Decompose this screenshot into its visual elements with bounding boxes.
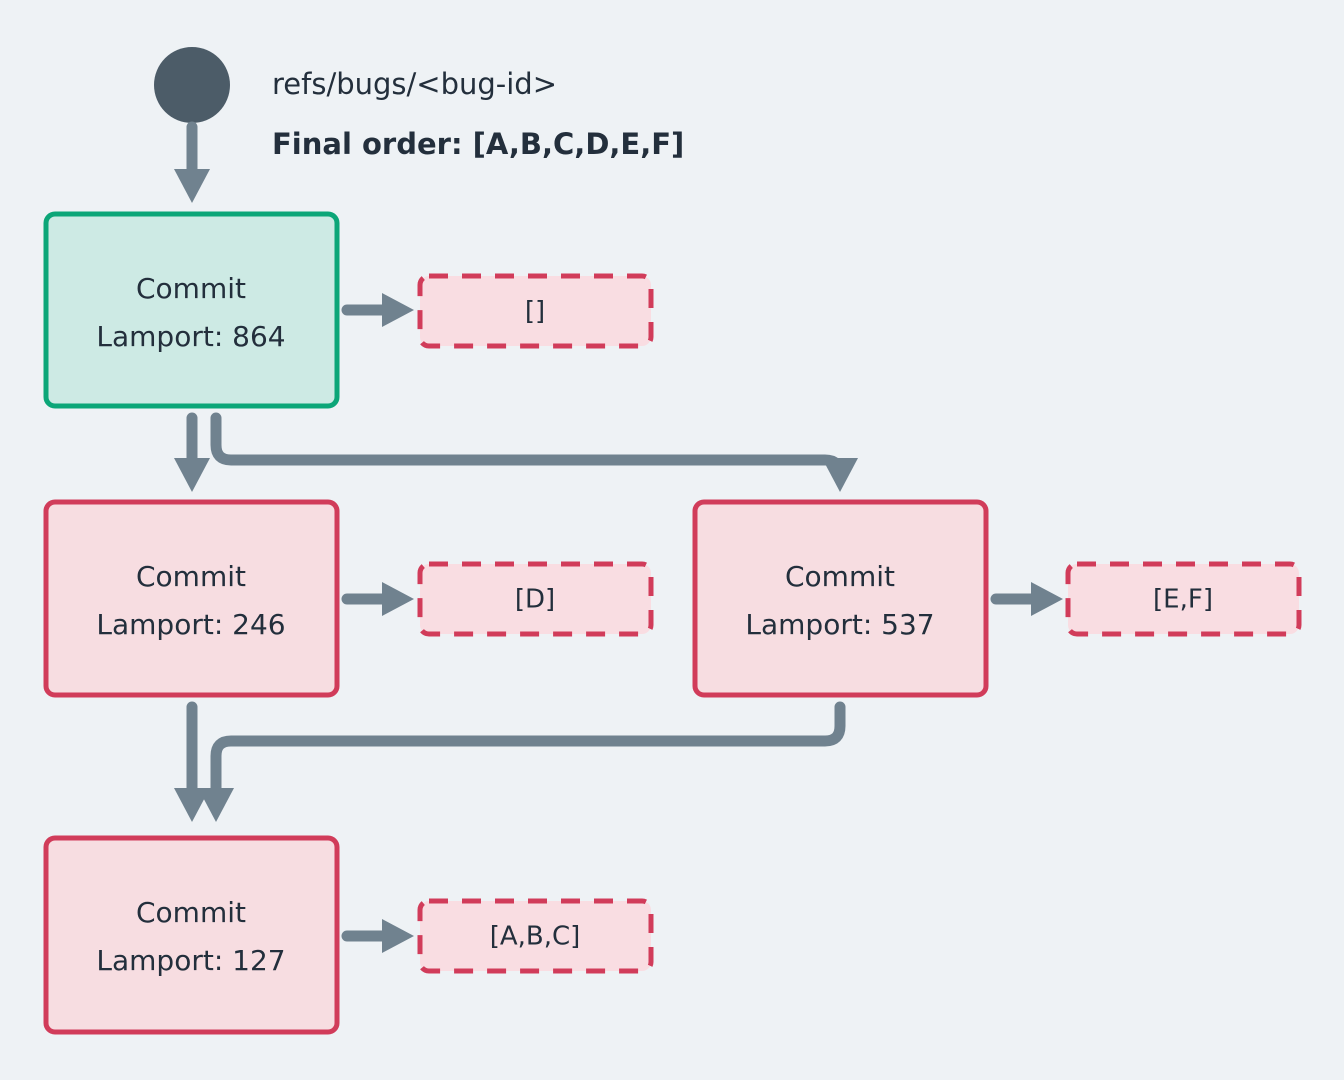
chip-payload-537: [E,F] [1065, 561, 1302, 637]
node-commit-864-title: Commit [136, 272, 246, 305]
edge-commit-864-to-commit-537 [210, 412, 858, 492]
edge-commit-864-to-commit-246 [174, 412, 210, 492]
node-commit-537-box [692, 499, 989, 698]
node-commit-864-lamport: Lamport: 864 [96, 320, 285, 353]
edge-ref-to-commit-864 [174, 121, 210, 203]
ref-marker-icon [154, 47, 230, 123]
node-commit-246-lamport: Lamport: 246 [96, 608, 285, 641]
chip-payload-537-box [1065, 561, 1302, 637]
chip-payload-246-box [417, 561, 654, 637]
node-commit-246-title: Commit [136, 560, 246, 593]
edge-commit-537-to-payload [990, 582, 1063, 616]
node-commit-246-box [43, 499, 340, 698]
chip-payload-537-label: [E,F] [1153, 585, 1213, 615]
ref-label: refs/bugs/<bug-id> [272, 67, 557, 101]
edge-commit-864-to-payload [341, 293, 414, 327]
node-commit-127[interactable]: Commit Lamport: 127 [43, 835, 340, 1035]
node-commit-127-lamport: Lamport: 127 [96, 944, 285, 977]
node-commit-537-lamport: Lamport: 537 [745, 608, 934, 641]
chip-payload-127: [A,B,C] [417, 898, 654, 974]
chip-payload-864-label: [] [525, 297, 545, 327]
edge-commit-127-to-payload [341, 919, 414, 953]
chip-payload-864-box [417, 273, 654, 349]
node-commit-246[interactable]: Commit Lamport: 246 [43, 499, 340, 698]
chip-payload-864: [] [417, 273, 654, 349]
chip-payload-246-label: [D] [515, 585, 555, 615]
node-commit-127-box [43, 835, 340, 1035]
node-commit-864[interactable]: Commit Lamport: 864 [43, 211, 340, 409]
chip-payload-127-box [417, 898, 654, 974]
node-commit-537[interactable]: Commit Lamport: 537 [692, 499, 989, 698]
node-commit-537-title: Commit [785, 560, 895, 593]
final-order-label: Final order: [A,B,C,D,E,F] [272, 127, 684, 161]
edge-commit-537-to-commit-127 [198, 701, 846, 822]
edge-commit-246-to-commit-127 [174, 701, 210, 822]
chip-payload-246: [D] [417, 561, 654, 637]
node-commit-127-title: Commit [136, 896, 246, 929]
edge-commit-246-to-payload [341, 582, 414, 616]
chip-payload-127-label: [A,B,C] [490, 922, 581, 952]
node-commit-864-box [43, 211, 340, 409]
